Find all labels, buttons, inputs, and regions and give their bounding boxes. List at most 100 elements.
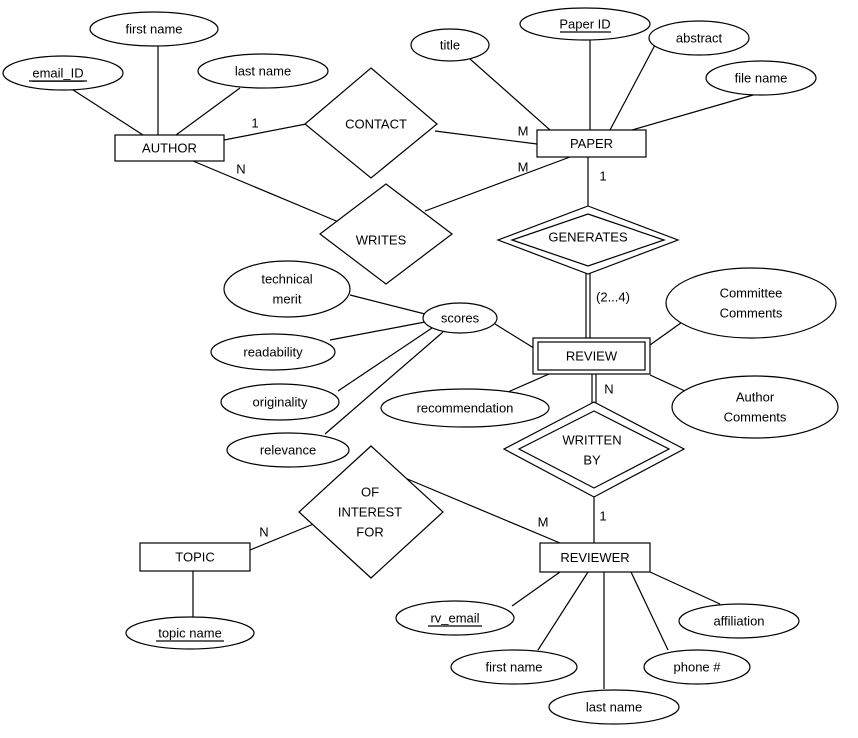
attribute-rv-firstname: first name xyxy=(450,649,578,685)
line-review-authorcomments xyxy=(649,374,686,392)
entity-review-label: REVIEW xyxy=(566,349,618,364)
attribute-paper-title: title xyxy=(410,28,490,62)
attribute-author-comments: Author Comments xyxy=(671,375,839,439)
entity-author-label: AUTHOR xyxy=(142,141,197,156)
attribute-recommendation-label: recommendation xyxy=(417,401,514,416)
entity-paper: PAPER xyxy=(536,129,647,158)
attribute-paper-filename-label: file name xyxy=(735,71,788,86)
line-paper-abstract xyxy=(609,44,656,131)
line-scores-relevance xyxy=(324,331,444,435)
attribute-recommendation: recommendation xyxy=(380,388,550,428)
relationship-contact-label: CONTACT xyxy=(345,117,407,132)
cardinality-contact-paper: M xyxy=(518,124,529,139)
attribute-rv-lastname: last name xyxy=(548,689,680,725)
relationship-written-by-line1: WRITTEN xyxy=(562,433,621,448)
attribute-relevance-label: relevance xyxy=(260,443,316,458)
line-reviewer-first xyxy=(537,571,589,651)
attribute-originality-label: originality xyxy=(253,395,308,410)
attribute-readability-label: readability xyxy=(243,345,303,360)
attribute-paper-abstract-label: abstract xyxy=(676,31,723,46)
line-review-committee xyxy=(649,319,686,346)
line-author-lastname xyxy=(175,87,241,136)
attribute-rv-email: rv_email xyxy=(395,600,515,636)
attribute-committee-comments-line1: Committee xyxy=(720,286,783,301)
line-review-recommendation xyxy=(507,373,550,393)
cardinality-review-writtenby: N xyxy=(604,382,613,397)
attribute-topic-name-label: topic name xyxy=(158,626,222,641)
attribute-scores: scores xyxy=(422,302,498,334)
attribute-rv-lastname-label: last name xyxy=(586,700,642,715)
cardinality-interest-reviewer: M xyxy=(538,515,549,530)
entity-topic-label: TOPIC xyxy=(175,550,215,565)
relationship-writes-label: WRITES xyxy=(356,233,407,248)
attribute-originality: originality xyxy=(220,383,340,421)
line-paper-filename xyxy=(631,92,761,131)
cardinality-paper-generates: 1 xyxy=(599,169,606,184)
cardinality-labels: 1 M N M 1 (2...4) N 1 N M xyxy=(236,116,630,540)
attribute-paper-abstract: abstract xyxy=(648,20,750,56)
attribute-technical-merit: technical merit xyxy=(223,260,351,318)
attribute-topic-name: topic name xyxy=(125,616,255,650)
attribute-phone: phone # xyxy=(643,649,751,685)
attribute-author-comments-line1: Author xyxy=(736,390,775,405)
line-author-email xyxy=(69,87,144,136)
cardinality-topic-interest: N xyxy=(259,525,268,540)
line-reviewer-affiliation xyxy=(649,571,721,605)
entity-paper-label: PAPER xyxy=(570,136,613,151)
line-reviewer-email xyxy=(511,571,561,607)
line-scores-readability xyxy=(329,321,426,341)
attribute-scores-label: scores xyxy=(441,311,480,326)
line-topic-interest xyxy=(249,522,317,551)
attribute-paper-id-label: Paper ID xyxy=(559,17,610,32)
relationship-written-by-identifying: WRITTEN BY xyxy=(502,401,686,498)
attribute-paper-id: Paper ID xyxy=(519,7,651,41)
line-author-contact xyxy=(223,123,307,141)
attribute-author-email-label: email_ID xyxy=(32,66,83,81)
relationship-contact: CONTACT xyxy=(304,67,438,179)
attribute-committee-comments: Committee Comments xyxy=(665,267,837,339)
entity-author: AUTHOR xyxy=(114,134,225,162)
relationship-interest-line2: INTEREST xyxy=(338,505,402,520)
cardinality-writtenby-reviewer: 1 xyxy=(599,509,606,524)
relationship-generates-identifying: GENERATES xyxy=(496,205,680,275)
line-paper-title xyxy=(469,58,551,131)
entity-topic: TOPIC xyxy=(139,542,251,572)
attribute-author-firstname-label: first name xyxy=(125,22,182,37)
attribute-paper-title-label: title xyxy=(440,38,460,53)
cardinality-author-writes: N xyxy=(236,162,245,177)
relationship-generates-label: GENERATES xyxy=(548,230,628,245)
attribute-author-lastname-label: last name xyxy=(235,64,291,79)
line-author-writes xyxy=(192,160,342,224)
relationship-interest-line3: FOR xyxy=(356,525,383,540)
attribute-readability: readability xyxy=(210,333,336,371)
attribute-affiliation-label: affiliation xyxy=(713,614,764,629)
line-scores-review xyxy=(494,323,538,351)
attribute-author-email: email_ID xyxy=(2,55,124,91)
attribute-technical-merit-line2: merit xyxy=(273,292,302,307)
cardinality-generates-review: (2...4) xyxy=(596,290,630,305)
entity-reviewer-label: REVIEWER xyxy=(560,550,629,565)
line-contact-paper xyxy=(434,130,538,145)
relationship-written-by-line2: BY xyxy=(583,453,601,468)
connector-lines xyxy=(69,39,761,689)
cardinality-author-contact: 1 xyxy=(251,116,258,131)
attribute-committee-comments-line2: Comments xyxy=(720,306,783,321)
line-scores-originality xyxy=(337,327,433,392)
line-interest-reviewer xyxy=(404,477,561,544)
attribute-paper-filename: file name xyxy=(705,60,817,96)
relationship-interest-line1: OF xyxy=(361,485,379,500)
attribute-technical-merit-line1: technical xyxy=(261,272,312,287)
entity-reviewer: REVIEWER xyxy=(539,542,651,573)
line-reviewer-phone xyxy=(630,571,669,651)
attribute-relevance: relevance xyxy=(226,432,350,468)
attribute-rv-firstname-label: first name xyxy=(485,660,542,675)
cardinality-writes-paper: M xyxy=(518,160,529,175)
attribute-author-comments-line2: Comments xyxy=(724,410,787,425)
attribute-phone-label: phone # xyxy=(674,660,722,675)
attribute-rv-email-label: rv_email xyxy=(430,611,479,626)
entity-review-weak: REVIEW xyxy=(532,337,651,375)
relationship-writes: WRITES xyxy=(319,183,453,285)
attribute-author-firstname: first name xyxy=(89,11,219,47)
